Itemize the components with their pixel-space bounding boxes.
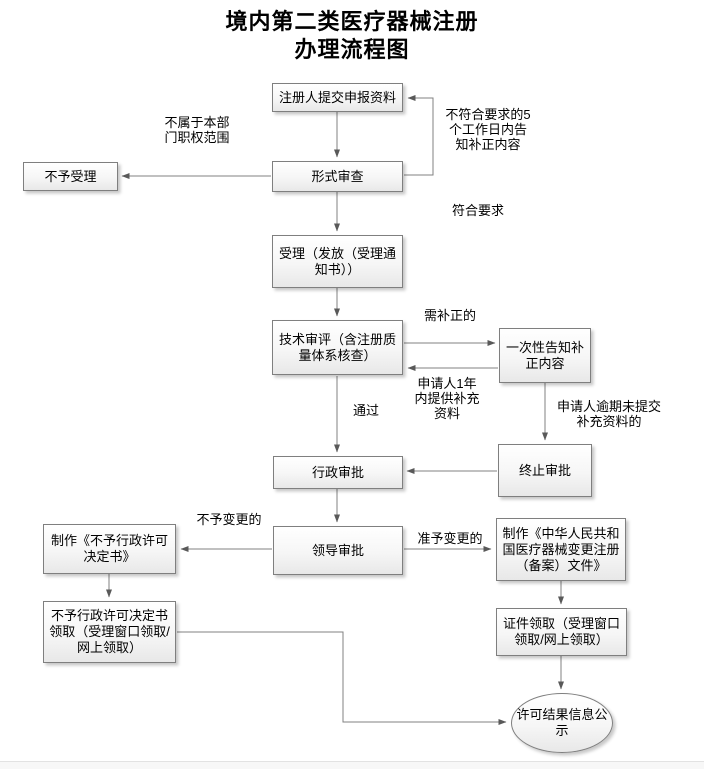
- node-formal-review: 形式审查: [272, 161, 403, 192]
- label-grant-change: 准予变更的: [417, 531, 483, 546]
- node-submit: 注册人提交申报资料: [272, 83, 403, 112]
- label-not-meet-requirements: 不符合要求的5 个工作日内告 知补正内容: [445, 107, 531, 152]
- label-not-jurisdiction: 不属于本部 门职权范围: [164, 115, 230, 145]
- node-one-time-notice: 一次性告知补正内容: [499, 328, 591, 383]
- node-admin-approval: 行政审批: [273, 456, 403, 489]
- label-pass: 通过: [352, 403, 379, 418]
- node-denial-pickup: 不予行政许可决定书领取（受理窗口领取/网上领取）: [43, 601, 176, 663]
- label-overdue-no-supplement: 申请人逾期未提交 补充资料的: [556, 399, 661, 429]
- page-title-line2: 办理流程图: [294, 37, 410, 62]
- node-make-denial-doc: 制作《不予行政许可决定书》: [43, 524, 176, 574]
- node-terminate: 终止审批: [498, 444, 592, 497]
- page-title: 境内第二类医疗器械注册 办理流程图: [0, 8, 704, 64]
- edge-formal-return-to-submit: [404, 95, 434, 176]
- node-publicity: 许可结果信息公示: [511, 693, 613, 753]
- page-bottom-edge: [0, 761, 704, 769]
- label-supplement-one-year: 申请人1年 内提供补充 资料: [414, 376, 480, 421]
- node-cert-pickup: 证件领取（受理窗口领取/网上领取）: [496, 608, 627, 656]
- edge-denialpickup-to-publicity: [177, 631, 507, 725]
- node-tech-review: 技术审评（含注册质量体系核查）: [272, 320, 403, 375]
- node-leader-approval: 领导审批: [273, 526, 403, 575]
- label-meet-requirements: 符合要求: [451, 203, 504, 218]
- label-no-change: 不予变更的: [196, 512, 262, 527]
- node-accept: 受理（发放（受理通知书））: [272, 235, 403, 288]
- page-title-line1: 境内第二类医疗器械注册: [225, 9, 479, 34]
- node-make-change-doc: 制作《中华人民共和国医疗器械变更注册（备案）文件》: [496, 518, 626, 581]
- node-reject: 不予受理: [23, 162, 118, 191]
- label-need-correction: 需补正的: [423, 308, 476, 323]
